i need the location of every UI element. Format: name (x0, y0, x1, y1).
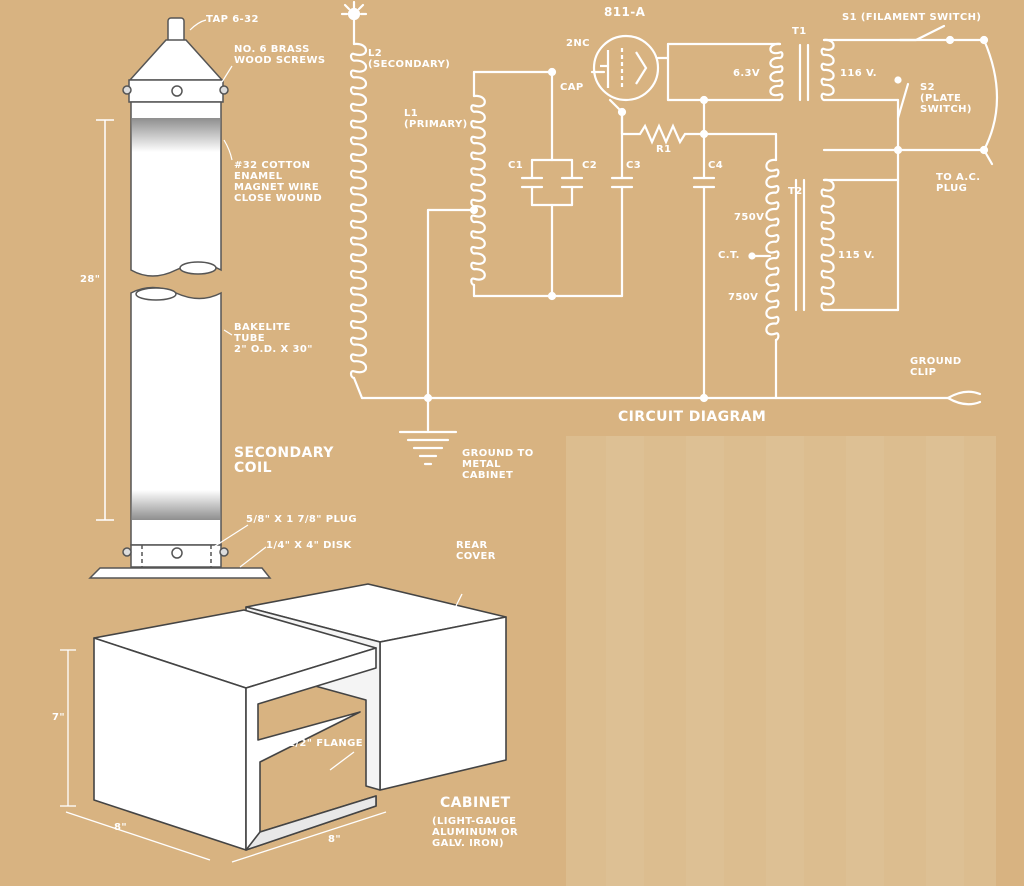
coil-screws-label: NO. 6 BRASS WOOD SCREWS (234, 44, 326, 66)
coil-leaders (189, 19, 267, 568)
cabinet-width-label: 8" (328, 834, 341, 845)
t2-label: T2 (788, 186, 803, 197)
t2-secondary (765, 158, 780, 342)
t1-secondary (769, 42, 784, 102)
cabinet-depth-label: 8" (114, 822, 127, 833)
l2-coil (349, 42, 368, 380)
circuit-lines (340, 0, 998, 466)
blank-panel (566, 436, 996, 886)
cabinet-title: CABINET (440, 795, 511, 811)
ground-clip-label: GROUND CLIP (910, 356, 962, 378)
secondary-coil-drawing (88, 17, 272, 579)
cabinet-dimensions (60, 593, 463, 863)
ac-plug-label: TO A.C. PLUG (936, 172, 981, 194)
cabinet-drawing (93, 583, 507, 851)
hv-lower-voltage-label: 750V (728, 292, 759, 303)
coil-disk-label: 1/4" x 4" DISK (266, 540, 352, 551)
ground-cabinet-label: GROUND TO METAL CABINET (462, 448, 534, 481)
circuit-title: CIRCUIT DIAGRAM (618, 409, 767, 425)
l1-coil (470, 94, 486, 287)
coil-tap-label: TAP 6-32 (206, 14, 259, 25)
tube-811a-symbol (592, 34, 660, 102)
cap-label: CAP (560, 82, 584, 93)
l2-label: L2 (SECONDARY) (368, 48, 451, 70)
c3-label: C3 (626, 160, 642, 171)
flange-label: 1/2" FLANGE (288, 738, 364, 749)
coil-plug-label: 5/8" x 1 7/8" PLUG (246, 514, 358, 525)
center-tap-label: C.T. (718, 250, 740, 261)
coil-height-dimension (96, 119, 114, 521)
filament-voltage-label: 6.3V (733, 68, 761, 79)
s1-label: S1 (FILAMENT SWITCH) (842, 12, 982, 23)
t1-primary-voltage-label: 116 V. (840, 68, 878, 79)
top-load-spark (340, 0, 368, 21)
t2-primary-voltage-label: 115 V. (838, 250, 876, 261)
rear-cover-label: REAR COVER (456, 540, 496, 562)
coil-height-label: 28" (80, 274, 101, 285)
tube-type-label: 811-A (604, 5, 646, 19)
cabinet-height-label: 7" (52, 712, 65, 723)
hv-upper-voltage-label: 750V (734, 212, 765, 223)
coil-wire-label: #32 COTTON ENAMEL MAGNET WIRE CLOSE WOUN… (234, 160, 323, 204)
c4-label: C4 (708, 160, 724, 171)
cabinet-material-label: (LIGHT-GAUGE ALUMINUM OR GALV. IRON) (432, 816, 519, 849)
s2-label: S2 (PLATE SWITCH) (920, 82, 972, 115)
coil-tube-label: BAKELITE TUBE 2" O.D. x 30" (234, 322, 313, 355)
c1-label: C1 (508, 160, 524, 171)
r1-label: R1 (656, 144, 672, 155)
l1-label: L1 (PRIMARY) (404, 108, 468, 130)
coil-title: SECONDARY COIL (234, 445, 334, 476)
t1-label: T1 (792, 26, 807, 37)
t2-primary (820, 178, 835, 312)
c2-label: C2 (582, 160, 598, 171)
rfc-label: 2NC (566, 38, 590, 49)
t1-primary (820, 38, 835, 102)
